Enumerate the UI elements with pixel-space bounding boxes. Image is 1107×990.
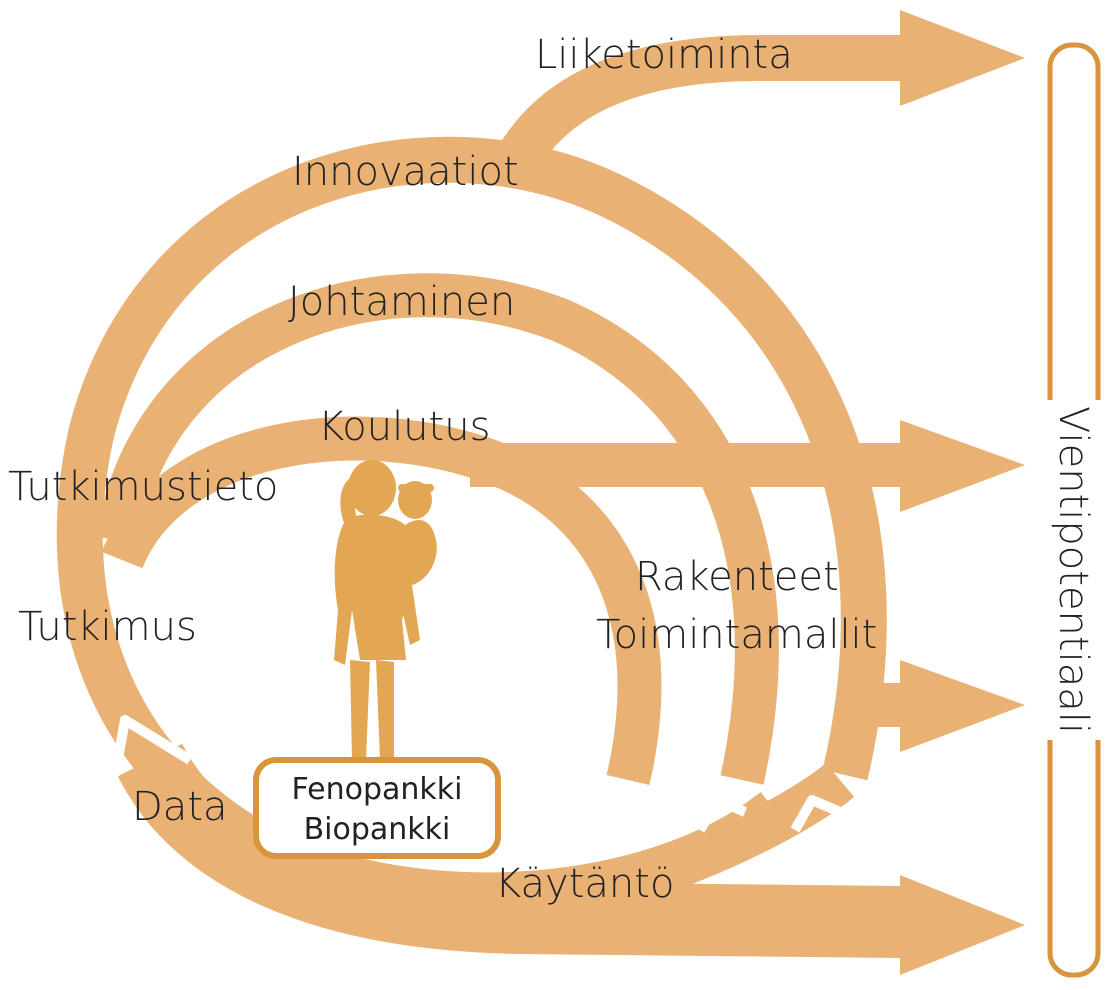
rakenteet-label: Rakenteet	[635, 554, 839, 600]
koulutus-arrow	[470, 420, 1025, 512]
notches	[110, 715, 842, 833]
liiketoiminta-label: Liiketoiminta	[535, 32, 793, 78]
mother-with-child-icon	[334, 460, 437, 760]
tutkimustieto-label: Tutkimustieto	[8, 464, 278, 510]
kaytanto-label: Käytäntö	[495, 861, 674, 907]
vientipotentiaali-bracket: Vientipotentiaali	[1035, 42, 1107, 978]
data-label: Data	[132, 784, 228, 830]
innovaatiot-label: Innovaatiot	[292, 149, 519, 195]
tutkimus-label: Tutkimus	[18, 604, 197, 650]
vientipotentiaali-label: Vientipotentiaali	[1050, 406, 1096, 734]
toimintamallit-label: Toimintamallit	[596, 612, 877, 658]
toimintamallit-arrow	[860, 660, 1025, 752]
johtaminen-label: Johtaminen	[288, 279, 515, 325]
biopankki-label: Biopankki	[304, 812, 451, 847]
koulutus-label: Koulutus	[318, 404, 490, 450]
middle-loop	[96, 273, 779, 785]
fenopankki-label: Fenopankki	[292, 772, 463, 807]
biobank-box: Fenopankki Biopankki	[253, 757, 501, 859]
liiketoiminta-arrow	[500, 10, 1025, 168]
